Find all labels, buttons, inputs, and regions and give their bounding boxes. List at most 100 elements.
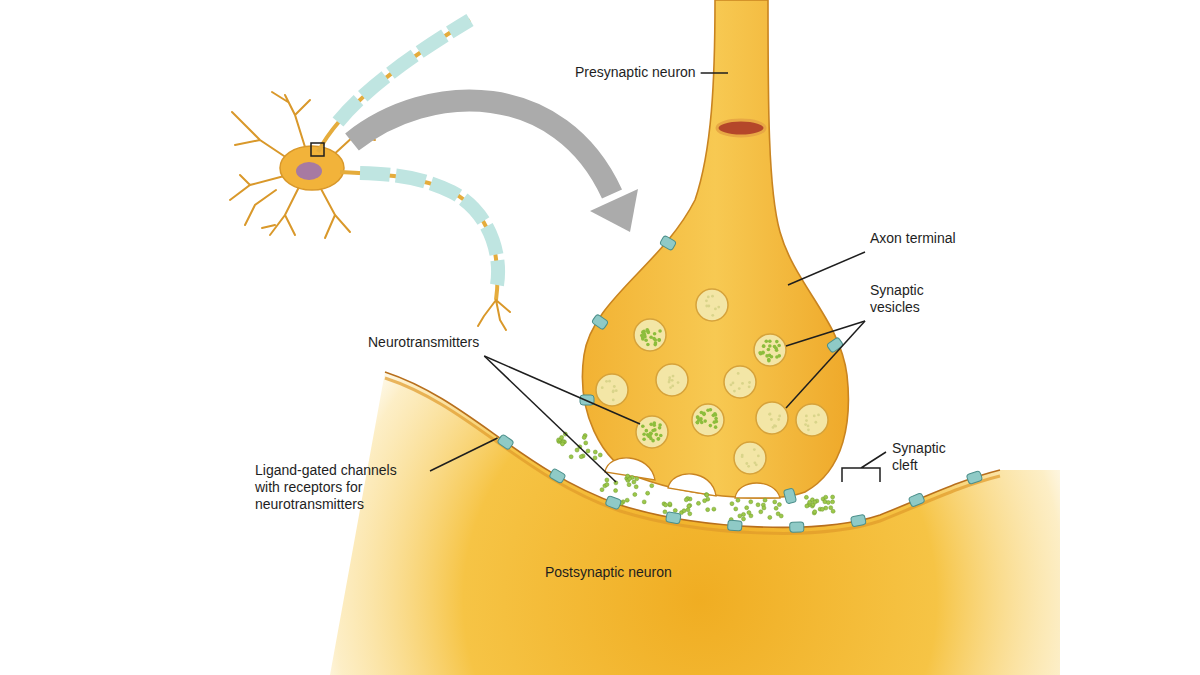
vesicle-content	[648, 434, 652, 438]
neurotransmitter-dot	[831, 500, 835, 504]
vesicle-content	[764, 340, 768, 344]
vesicle-content	[707, 305, 710, 308]
vesicle-content	[654, 341, 658, 345]
neurotransmitter-dot	[826, 500, 830, 504]
part-label: Ligand-gated channels with receptors for…	[255, 462, 425, 513]
neurotransmitter-dot	[664, 503, 668, 507]
vesicle-content	[706, 408, 710, 412]
vesicle-content	[717, 306, 720, 309]
neurotransmitter-dot	[688, 512, 692, 516]
receptor-channel	[549, 468, 566, 484]
vesicle-content	[762, 344, 766, 348]
neurotransmitter-dot	[763, 498, 767, 502]
part-label: Presynaptic neuron	[575, 64, 696, 81]
vesicle-content	[672, 375, 675, 378]
neurotransmitter-dot	[579, 455, 583, 459]
vesicle-content	[758, 351, 762, 355]
receptor-channel	[605, 495, 622, 509]
vesicle-content	[714, 425, 718, 429]
neurotransmitter-dot	[686, 508, 690, 512]
neurotransmitter-dot	[632, 480, 636, 484]
vesicle-content	[601, 386, 604, 389]
vesicle-content	[705, 299, 708, 302]
neurotransmitter-dot	[703, 499, 707, 503]
vesicle-content	[699, 418, 703, 422]
vesicle-content	[696, 415, 700, 419]
vesicle-content	[817, 413, 820, 416]
neuron-icon	[230, 20, 510, 330]
vesicle-content	[777, 344, 781, 348]
neurotransmitter-dot	[646, 491, 650, 495]
neurotransmitter-dot	[704, 493, 708, 497]
receptor-channel	[727, 520, 742, 531]
part-label: Axon terminal	[870, 230, 956, 247]
vesicle-content	[642, 432, 646, 436]
vesicle-content	[643, 335, 647, 339]
neurotransmitter-dot	[635, 477, 639, 481]
vesicle-content	[805, 415, 808, 418]
vesicle-content	[703, 419, 707, 423]
vesicle-content	[730, 383, 733, 386]
vesicle-content	[658, 426, 662, 430]
vesicle-content	[745, 462, 748, 465]
vesicle-content	[768, 344, 772, 348]
neurotransmitter-dot	[627, 483, 631, 487]
axon-cut	[717, 120, 765, 136]
vesicle-content	[649, 423, 653, 427]
neurotransmitter-dot	[730, 502, 734, 506]
part-label: Synaptic cleft	[892, 440, 962, 474]
receptor-channel	[966, 470, 982, 484]
neurotransmitter-dot	[749, 500, 753, 504]
vesicle-content	[767, 348, 771, 352]
vesicle-content	[774, 425, 777, 428]
neurotransmitter-dot	[626, 474, 630, 478]
neurotransmitter-dot	[688, 503, 692, 507]
vesicle-content	[738, 387, 741, 390]
receptor-channel	[497, 434, 514, 450]
vesicle-content	[668, 381, 671, 384]
neurotransmitter-dot	[747, 511, 751, 515]
vesicle-content	[770, 355, 774, 359]
vesicle-content	[768, 339, 772, 343]
synaptic-vesicle	[656, 364, 688, 396]
neurotransmitter-dot	[706, 508, 710, 512]
receptor-channel	[790, 522, 804, 532]
receptor-channel	[908, 493, 925, 508]
neurotransmitter-dot	[762, 506, 766, 510]
part-label: Postsynaptic neuron	[545, 564, 672, 581]
vesicle-content	[775, 348, 779, 352]
vesicle-content	[649, 335, 653, 339]
neurotransmitter-dot	[829, 506, 833, 510]
vesicle-content	[753, 448, 756, 451]
vesicle-content	[657, 338, 661, 342]
vesicle-content	[656, 437, 660, 441]
synaptic-vesicle	[724, 366, 756, 398]
neurotransmitter-dot	[663, 510, 667, 514]
vesicle-content	[713, 420, 717, 424]
vesicle-content	[753, 461, 756, 464]
vesicle-content	[711, 295, 714, 298]
synaptic-vesicle	[636, 416, 668, 448]
leader-line	[786, 321, 865, 408]
neurotransmitter-dot	[774, 506, 778, 510]
neurotransmitter-dot	[593, 450, 597, 454]
vesicle-content	[651, 429, 655, 433]
vesicle-content	[714, 417, 718, 421]
vesicle-content	[642, 331, 646, 335]
vesicle-content	[775, 340, 779, 344]
neurotransmitter-dot	[605, 483, 609, 487]
leader-line	[430, 438, 498, 471]
vesicle-content	[641, 425, 645, 429]
neurotransmitter-dot	[668, 502, 672, 506]
receptor-channels	[497, 434, 983, 532]
vesicle-content	[646, 343, 650, 347]
neurotransmitter-dot	[776, 512, 780, 516]
vesicle-content	[748, 381, 751, 384]
neurotransmitter-dot	[605, 478, 609, 482]
vesicle-content	[748, 385, 751, 388]
vesicle-content	[657, 338, 661, 342]
neurotransmitter-dot	[582, 435, 586, 439]
neurotransmitter-dot	[813, 510, 817, 514]
vesicle-content	[814, 421, 817, 424]
vesicle-content	[804, 423, 807, 426]
